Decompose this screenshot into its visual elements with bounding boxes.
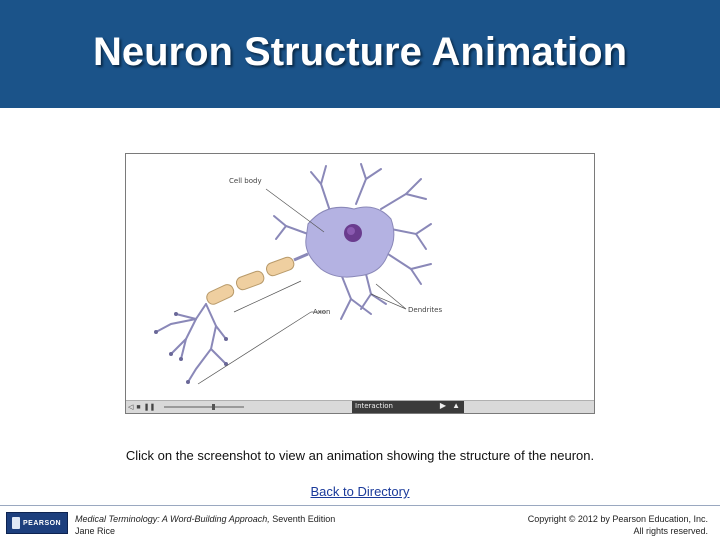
book-edition: Seventh Edition	[269, 514, 336, 524]
pause-icon[interactable]: ❚❚	[143, 403, 156, 411]
footer-divider	[0, 505, 720, 506]
pearson-logo: PEARSON	[6, 512, 68, 534]
volume-icon[interactable]: ◁	[128, 403, 134, 411]
dendrites-label: Dendrites	[408, 306, 442, 314]
instruction-caption: Click on the screenshot to view an anima…	[125, 448, 595, 463]
stop-icon[interactable]: ■	[136, 403, 141, 411]
copyright-line: Copyright © 2012 by Pearson Education, I…	[527, 514, 708, 524]
player-controls: ◁ ■ ❚❚	[128, 402, 155, 413]
expand-up-icon[interactable]: ▲	[452, 401, 460, 410]
rights-line: All rights reserved.	[633, 526, 708, 536]
title-banner: Neuron Structure Animation	[0, 0, 720, 108]
axon-label: Axon	[313, 308, 330, 316]
copyright-notice: Copyright © 2012 by Pearson Education, I…	[528, 513, 708, 537]
seek-track[interactable]	[164, 406, 244, 408]
cell-body-label: Cell body	[229, 177, 262, 185]
play-icon[interactable]: ▶	[439, 401, 446, 410]
book-title: Medical Terminology: A Word-Building App…	[75, 514, 270, 524]
book-author: Jane Rice	[75, 526, 116, 536]
media-player-bar: ◁ ■ ❚❚ Interaction ▶ ▲	[126, 400, 594, 413]
interaction-label: Interaction	[355, 402, 393, 410]
neuron-illustration: Cell body Axon Dendrites	[154, 163, 442, 385]
seek-handle[interactable]	[212, 404, 215, 410]
pearson-logo-text: PEARSON	[23, 519, 62, 527]
neuron-animation-thumbnail[interactable]: Cell body Axon Dendrites ◁ ■ ❚❚ Interact…	[125, 153, 595, 414]
pearson-logo-icon	[12, 517, 20, 529]
back-to-directory-link[interactable]: Back to Directory	[310, 484, 410, 499]
slide-title: Neuron Structure Animation	[92, 30, 628, 74]
book-citation: Medical Terminology: A Word-Building App…	[75, 513, 335, 537]
interaction-panel: Interaction ▶ ▲	[352, 401, 464, 413]
